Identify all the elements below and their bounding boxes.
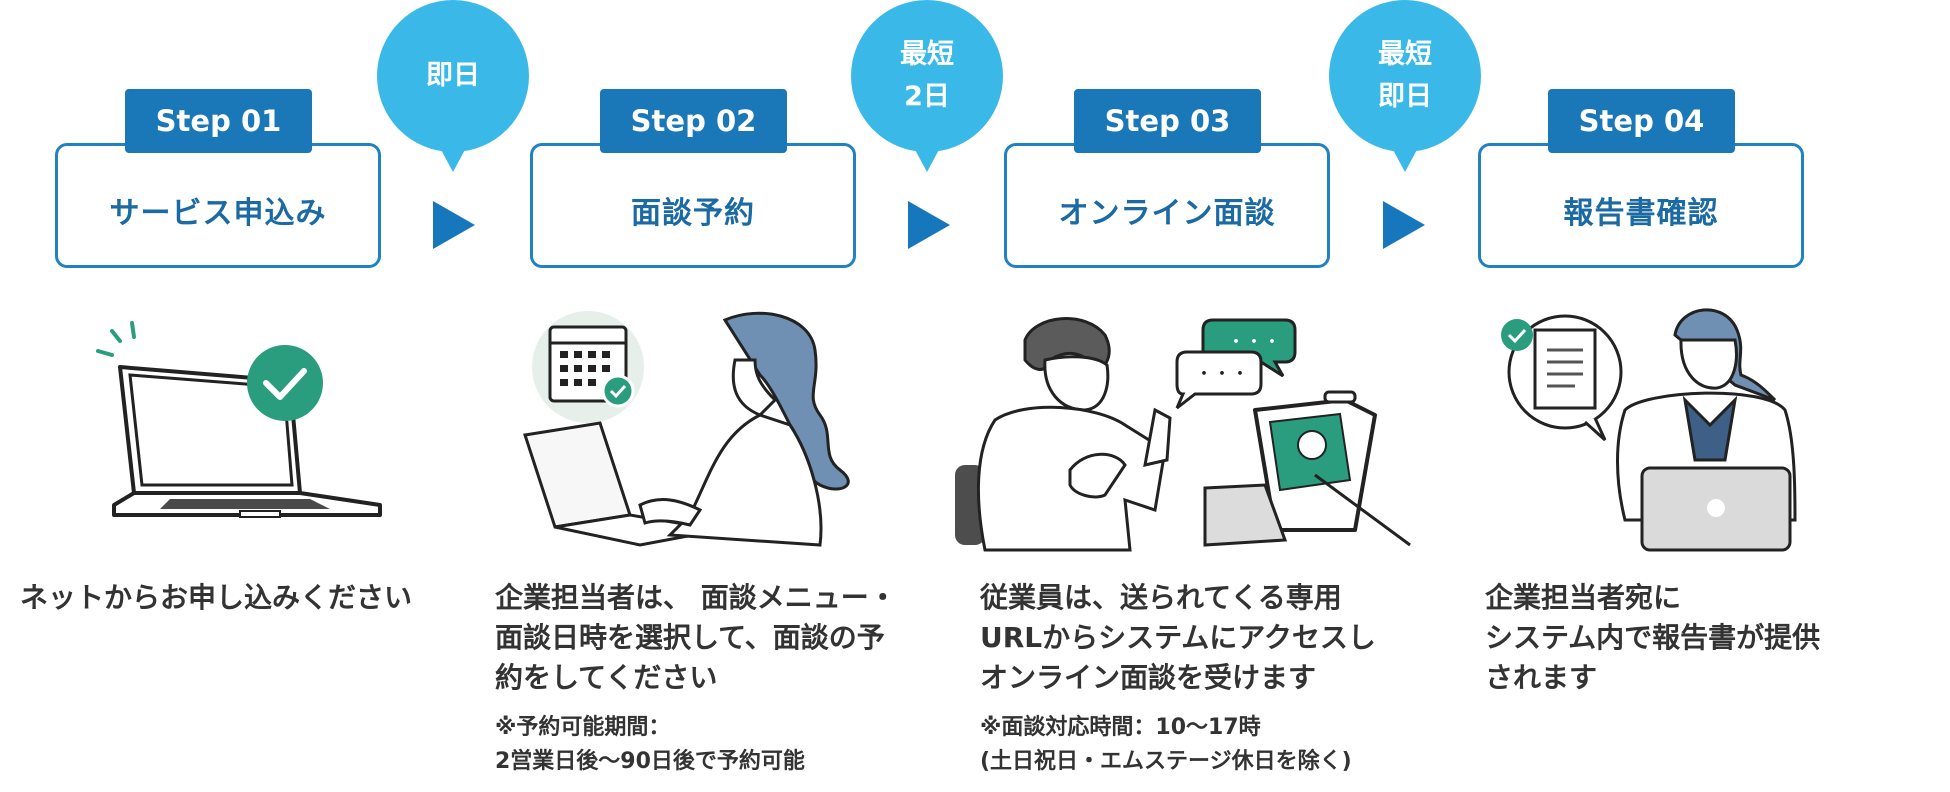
step-04-description: 企業担当者宛に システム内で報告書が提供 されます — [1485, 578, 1820, 698]
step-03-box: オンライン面談 — [1004, 143, 1330, 268]
step-02-tag: Step 02 — [600, 89, 787, 153]
step-01-tag: Step 01 — [125, 89, 312, 153]
timing-bubble-3: 最短 即日 — [1329, 0, 1481, 172]
woman-booking-illustration — [523, 311, 850, 547]
step-02-title: 面談予約 — [631, 195, 755, 231]
timing-bubble-3-line-1: 最短 — [1378, 39, 1432, 70]
laptop-check-illustration — [96, 321, 382, 518]
step-02-note-line-2: 2営業日後〜90日後で予約可能 — [495, 749, 805, 774]
step-03-desc-line-2: URLからシステムにアクセスし — [980, 621, 1376, 654]
document-check-icon — [1501, 314, 1623, 442]
step-03-note: ※面談対応時間：10〜17時 (土日祝日・エムステージ休日を除く) — [980, 711, 1352, 779]
arrow-right-icon-1 — [433, 201, 475, 249]
arrow-right-icon-2 — [908, 201, 950, 249]
step-04-tag: Step 04 — [1548, 89, 1735, 153]
step-01-title: サービス申込み — [109, 195, 327, 231]
chat-bubble-icon: ・・・ ・・・ — [1175, 318, 1297, 410]
step-02-description: 企業担当者は、 面談メニュー・ 面談日時を選択して、面談の予 約をしてください — [495, 578, 897, 698]
step-04-desc-line-3: されます — [1485, 661, 1598, 694]
timing-bubble-2-line-2: 2日 — [904, 81, 950, 112]
step-02-box: 面談予約 — [530, 143, 856, 268]
step-02-note-line-1: ※予約可能期間： — [495, 715, 671, 740]
step-03-desc-line-3: オンライン面談を受けます — [980, 661, 1317, 694]
step-01-desc-line-1: ネットからお申し込みください — [20, 581, 413, 614]
chat-bubble-2-text: ・・・ — [1195, 364, 1249, 385]
calendar-check-icon — [532, 311, 644, 423]
step-03-title: オンライン面談 — [1058, 195, 1276, 231]
step-04-title: 報告書確認 — [1563, 195, 1719, 231]
step-04-desc-line-2: システム内で報告書が提供 — [1485, 621, 1821, 654]
report-review-illustration — [1501, 308, 1797, 552]
step-03-tag: Step 03 — [1074, 89, 1261, 153]
check-circle-icon — [247, 345, 323, 421]
step-04-box: 報告書確認 — [1478, 143, 1804, 268]
arrow-right-icon-3 — [1383, 201, 1425, 249]
timing-bubble-1-line-1: 即日 — [426, 60, 480, 91]
timing-bubble-3-line-2: 即日 — [1378, 81, 1432, 112]
sparkle-lines-icon — [96, 321, 136, 357]
step-02-note: ※予約可能期間： 2営業日後〜90日後で予約可能 — [495, 711, 805, 779]
step-03-desc-line-1: 従業員は、送られてくる専用 — [980, 581, 1342, 614]
step-03-note-line-2: (土日祝日・エムステージ休日を除く) — [980, 749, 1352, 774]
step-03-description: 従業員は、送られてくる専用 URLからシステムにアクセスし オンライン面談を受け… — [980, 578, 1376, 698]
online-interview-illustration: ・・・ ・・・ — [955, 317, 1411, 552]
step-04-desc-line-1: 企業担当者宛に — [1485, 581, 1682, 614]
step-02-desc-line-2: 面談日時を選択して、面談の予 — [495, 621, 885, 654]
step-01-description: ネットからお申し込みください — [20, 578, 412, 618]
timing-bubble-2: 最短 2日 — [851, 0, 1003, 172]
step-03-note-line-1: ※面談対応時間：10〜17時 — [980, 715, 1261, 740]
step-01-box: サービス申込み — [55, 143, 381, 268]
timing-bubble-2-line-1: 最短 — [900, 39, 954, 70]
step-02-desc-line-1: 企業担当者は、 面談メニュー・ — [495, 581, 897, 614]
chat-bubble-1-text: ・・・ — [1227, 332, 1281, 353]
step-02-desc-line-3: 約をしてください — [495, 661, 718, 694]
timing-bubble-1: 即日 — [377, 0, 529, 172]
